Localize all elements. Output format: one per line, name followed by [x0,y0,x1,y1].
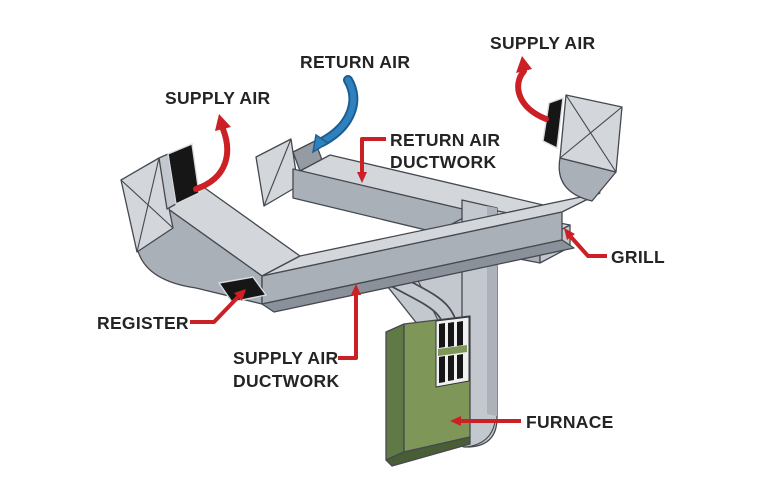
pointer-grill [569,235,607,258]
callout-pointers [190,137,607,426]
register-left [167,143,200,206]
supply-air-arrow-left [193,126,231,192]
label-supply-air-right: SUPPLY AIR [490,33,596,53]
pointer-furnace-head [450,416,461,426]
label-return-air: RETURN AIR [300,52,410,72]
return-air-arrow [319,77,357,145]
label-supply-air-ductwork-line2: DUCTWORK [233,371,339,391]
label-supply-air-left: SUPPLY AIR [165,88,271,108]
pointer-return-air-ductwork [360,137,386,172]
louver-slat [439,323,445,348]
supply-right-cap-brace [565,94,617,173]
pointer-return-air-ductwork-head [357,172,367,183]
supply-air-arrow-left-head [215,114,231,131]
supply-left-cap-brace [120,179,174,229]
furnace-bottom [385,436,471,467]
register-right [542,96,564,150]
furnace [385,315,471,467]
pointer-grill-head [564,228,575,240]
louver-slat [457,354,463,379]
label-return-air-ductwork-line2: DUCTWORK [390,152,496,172]
louver-divider [438,345,467,356]
pointer-supply-air-ductwork-head [351,284,361,295]
label-furnace: FURNACE [526,412,614,432]
label-grill: GRILL [611,247,665,267]
supply-left-cap-brace [136,157,160,253]
pointer-supply-air-ductwork [338,295,358,360]
furnace-side [385,323,405,461]
pointer-register-head [234,289,246,301]
label-supply-air-ductwork-line1: SUPPLY AIR [233,348,339,368]
label-register: REGISTER [97,313,189,333]
labels: SUPPLY AIR RETURN AIR SUPPLY AIR RETURN … [97,33,665,432]
supply-right-cap-brace [559,106,623,159]
register-corner [217,276,268,303]
airflow-arrows [193,56,549,192]
supply-air-duct [120,94,623,313]
drop-duct-bottom-curve [465,421,496,448]
supply-air-arrow-right-head [516,56,532,73]
louver-slat [448,355,454,381]
pointer-register [190,295,240,324]
label-return-air-ductwork-line1: RETURN AIR [390,130,500,150]
supply-duct-leg2-bottom [261,239,575,313]
louver-slat [448,322,454,347]
louver-slat [457,321,463,346]
return-air-arrow-head [311,133,330,154]
supply-air-arrow-right [515,68,549,122]
louver-slat [439,356,445,383]
return-duct-end-cap-brace [263,138,292,207]
